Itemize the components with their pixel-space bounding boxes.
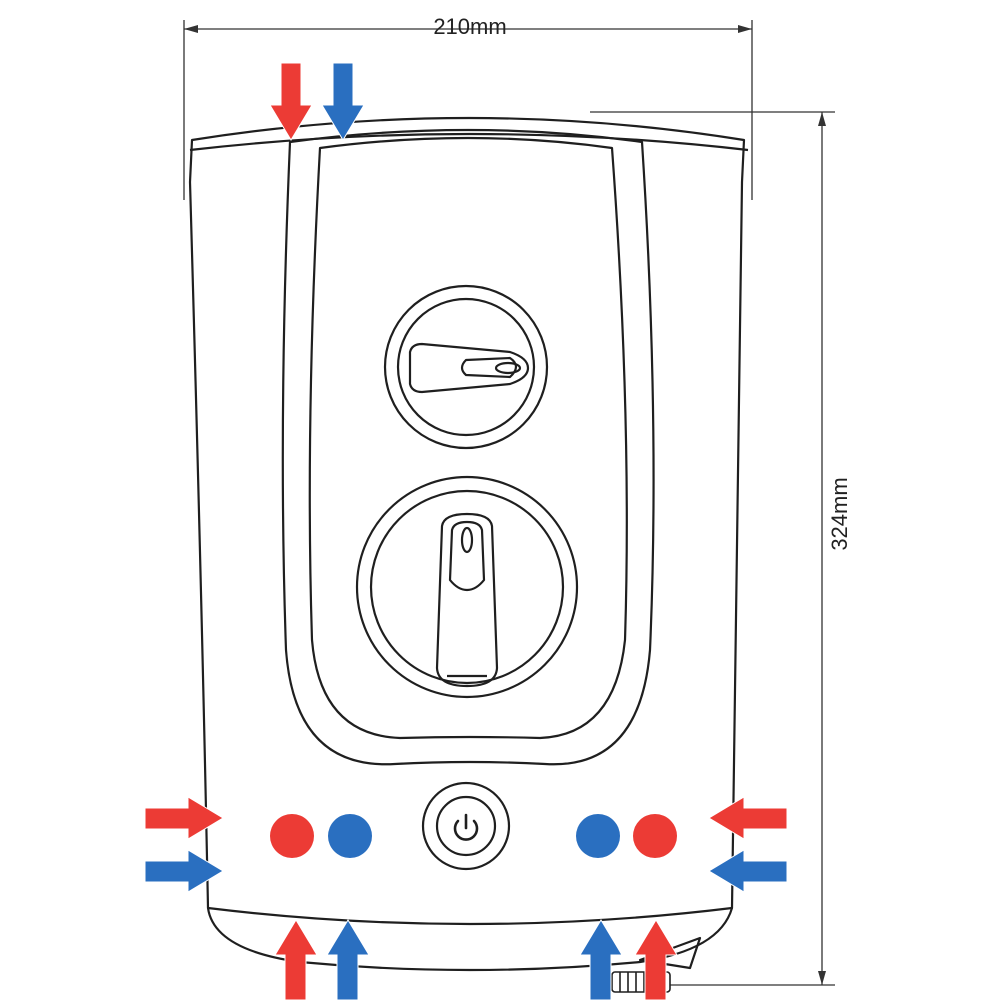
bottom-cap — [206, 907, 734, 972]
temperature-dial-indicator-icon — [494, 361, 522, 375]
temperature-dial-inner-ring — [396, 297, 536, 437]
cold-arrow-bottom-left-icon — [326, 919, 370, 1001]
cold-arrow-left-icon — [144, 849, 224, 893]
width-arrowhead-right — [738, 25, 752, 33]
width-dimension-label: 210mm — [433, 14, 507, 39]
cold-arrow-right-icon — [708, 849, 788, 893]
control-panel-outer — [281, 128, 655, 766]
top-cap-edge — [189, 132, 749, 152]
power-button-inner — [435, 795, 497, 857]
height-arrowhead-top — [818, 112, 826, 126]
temperature-dial[interactable] — [383, 284, 549, 450]
flow-arrows — [144, 62, 788, 1001]
control-panel-inner — [308, 136, 628, 740]
temperature-dial-outer-ring — [383, 284, 549, 450]
temperature-dial-grip — [460, 356, 518, 379]
power-button-outer — [421, 781, 511, 871]
flow-dial-lever — [435, 512, 499, 688]
cold-arrow-top-icon — [321, 62, 365, 141]
hot-inlet-dot-left — [270, 814, 314, 858]
cold-arrow-bottom-right-icon — [579, 919, 623, 1001]
hot-arrow-left-icon — [144, 796, 224, 840]
cold-inlet-dot-left — [328, 814, 372, 858]
flow-dial-indicator-icon — [460, 526, 474, 554]
flow-dial-inner-ring — [369, 489, 565, 685]
flow-dial[interactable] — [355, 475, 579, 699]
height-arrowhead-bottom — [818, 971, 826, 985]
hot-arrow-top-icon — [269, 62, 313, 141]
hot-arrow-bottom-left-icon — [274, 919, 318, 1001]
hot-arrow-bottom-right-icon — [634, 919, 678, 1001]
width-dimension — [183, 20, 753, 200]
connection-points — [270, 814, 677, 858]
hot-inlet-dot-right — [633, 814, 677, 858]
cold-inlet-dot-right — [576, 814, 620, 858]
shower-unit — [188, 116, 749, 993]
temperature-dial-lever — [408, 342, 530, 394]
power-button[interactable] — [421, 781, 511, 871]
power-icon — [453, 813, 479, 841]
flow-dial-outer-ring — [355, 475, 579, 699]
width-arrowhead-left — [184, 25, 198, 33]
height-dimension-label: 324mm — [827, 477, 852, 551]
hot-arrow-right-icon — [708, 796, 788, 840]
flow-dial-grip — [448, 520, 486, 592]
